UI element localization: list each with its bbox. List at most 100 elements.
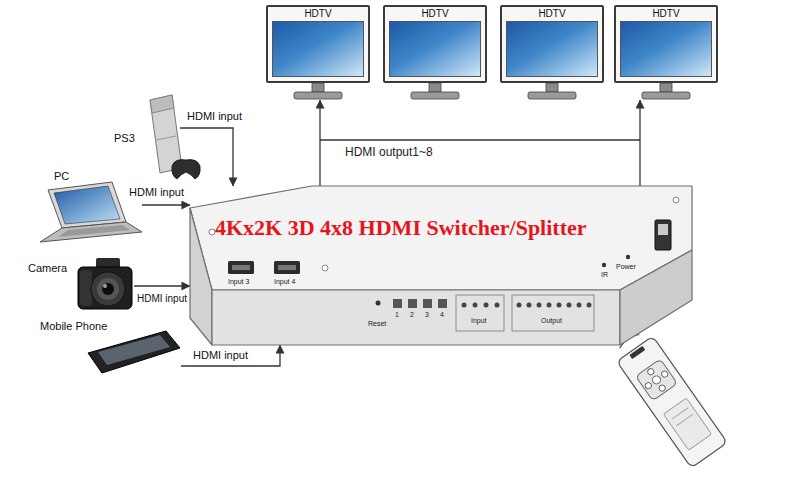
remote-label-plate	[663, 398, 711, 450]
stand-base	[642, 92, 690, 99]
monitor-frame: HDTV	[614, 5, 718, 83]
ir-sensor	[602, 263, 606, 267]
indicator-led	[547, 303, 552, 308]
button-number: 4	[440, 311, 444, 319]
group-label: Output	[541, 317, 562, 325]
monitor-label: HDTV	[304, 8, 331, 20]
monitor-frame: HDTV	[500, 5, 604, 83]
hdmi-connector	[142, 204, 190, 205]
stand-base	[294, 92, 342, 99]
ir-emitter	[629, 346, 645, 359]
button-number: 2	[410, 311, 414, 319]
source-device: PS3	[108, 92, 180, 182]
input-button	[393, 299, 402, 308]
group-label: Input	[471, 317, 487, 325]
connector-label: HDMI input	[128, 186, 185, 199]
monitor-stand	[383, 83, 487, 100]
remote-button	[647, 368, 655, 376]
switcher-front-face	[212, 290, 620, 345]
camera-lens-ring	[97, 278, 119, 300]
indicator-led	[484, 303, 489, 308]
laptop-keyboard	[58, 225, 130, 237]
hdmi-connector	[134, 285, 190, 286]
ps3-console	[150, 95, 200, 179]
hdmi-port-inner	[232, 265, 250, 270]
remote-button	[658, 384, 666, 392]
hdmi-connector	[181, 345, 280, 366]
device-label: Mobile Phone	[40, 320, 107, 333]
indicator-led	[587, 303, 592, 308]
reset-hole	[376, 301, 381, 306]
stand-neck	[546, 83, 558, 92]
monitor-stand	[266, 83, 370, 100]
monitor-frame: HDTV	[383, 5, 487, 83]
camera-grip	[80, 270, 92, 306]
port-label: Input 3	[228, 278, 249, 286]
power-led	[626, 255, 630, 259]
indicator-led	[527, 303, 532, 308]
indicator-led	[495, 303, 500, 308]
phone-screen	[98, 335, 170, 365]
input-button	[438, 299, 447, 308]
stand-base	[528, 92, 576, 99]
button-number: 1	[395, 311, 399, 319]
hdmi-port	[228, 261, 254, 274]
indicator-label: IR	[601, 271, 608, 279]
monitor-screen	[506, 21, 598, 78]
output-label: HDMI output1~8	[345, 146, 433, 159]
indicator-label: Power	[616, 263, 636, 271]
power-switch-rocker	[658, 224, 668, 235]
monitor-screen	[272, 21, 364, 78]
hdtv-monitor: HDTV	[266, 5, 370, 100]
stand-neck	[312, 83, 324, 92]
power-switch	[655, 220, 671, 250]
output-bus-line	[320, 139, 640, 140]
monitor-label: HDTV	[421, 8, 448, 20]
input-button	[423, 299, 432, 308]
camera-lens	[91, 272, 125, 306]
hdtv-monitor: HDTV	[500, 5, 604, 100]
monitor-label: HDTV	[538, 8, 565, 20]
switcher-left-face	[190, 208, 212, 345]
remote-body	[617, 336, 728, 468]
device-label: PS3	[114, 132, 135, 145]
hdmi-port	[274, 261, 300, 274]
game-controller	[172, 160, 200, 179]
button-label: Reset	[368, 320, 386, 328]
switcher-top-face	[190, 186, 692, 290]
device-title: 4Kx2K 3D 4x8 HDMI Switcher/Splitter	[215, 215, 587, 240]
indicator-led	[557, 303, 562, 308]
connector-label: HDMI input	[136, 293, 188, 305]
remote-button	[644, 381, 652, 389]
hdmi-port-inner	[278, 265, 296, 270]
phone-body	[88, 331, 180, 373]
stand-base	[411, 92, 459, 99]
hdtv-monitor: HDTV	[383, 5, 487, 100]
lens-glint	[103, 284, 107, 288]
indicator-led	[462, 303, 467, 308]
screw-hole	[209, 229, 215, 235]
console-slot	[156, 136, 176, 140]
hdmi-connector	[180, 128, 233, 186]
monitor-screen	[389, 21, 481, 78]
port-label: Input 4	[274, 278, 295, 286]
input-indicator-group	[456, 295, 504, 331]
mobile-phone	[88, 331, 180, 373]
device-label: Camera	[28, 262, 67, 275]
source-device: PC	[28, 168, 142, 242]
hdmi-connector	[639, 100, 640, 186]
laptop-base	[40, 222, 142, 242]
laptop	[40, 182, 142, 242]
laptop-lid	[48, 182, 126, 228]
monitor-stand	[500, 83, 604, 100]
source-device: Mobile Phone	[36, 318, 181, 376]
indicator-led	[537, 303, 542, 308]
input-button	[408, 299, 417, 308]
monitor-frame: HDTV	[266, 5, 370, 83]
laptop-screen	[54, 186, 120, 224]
device-label: PC	[54, 170, 69, 183]
stand-neck	[660, 83, 672, 92]
camera-lens-glass	[102, 283, 114, 295]
remote-button	[661, 370, 669, 378]
